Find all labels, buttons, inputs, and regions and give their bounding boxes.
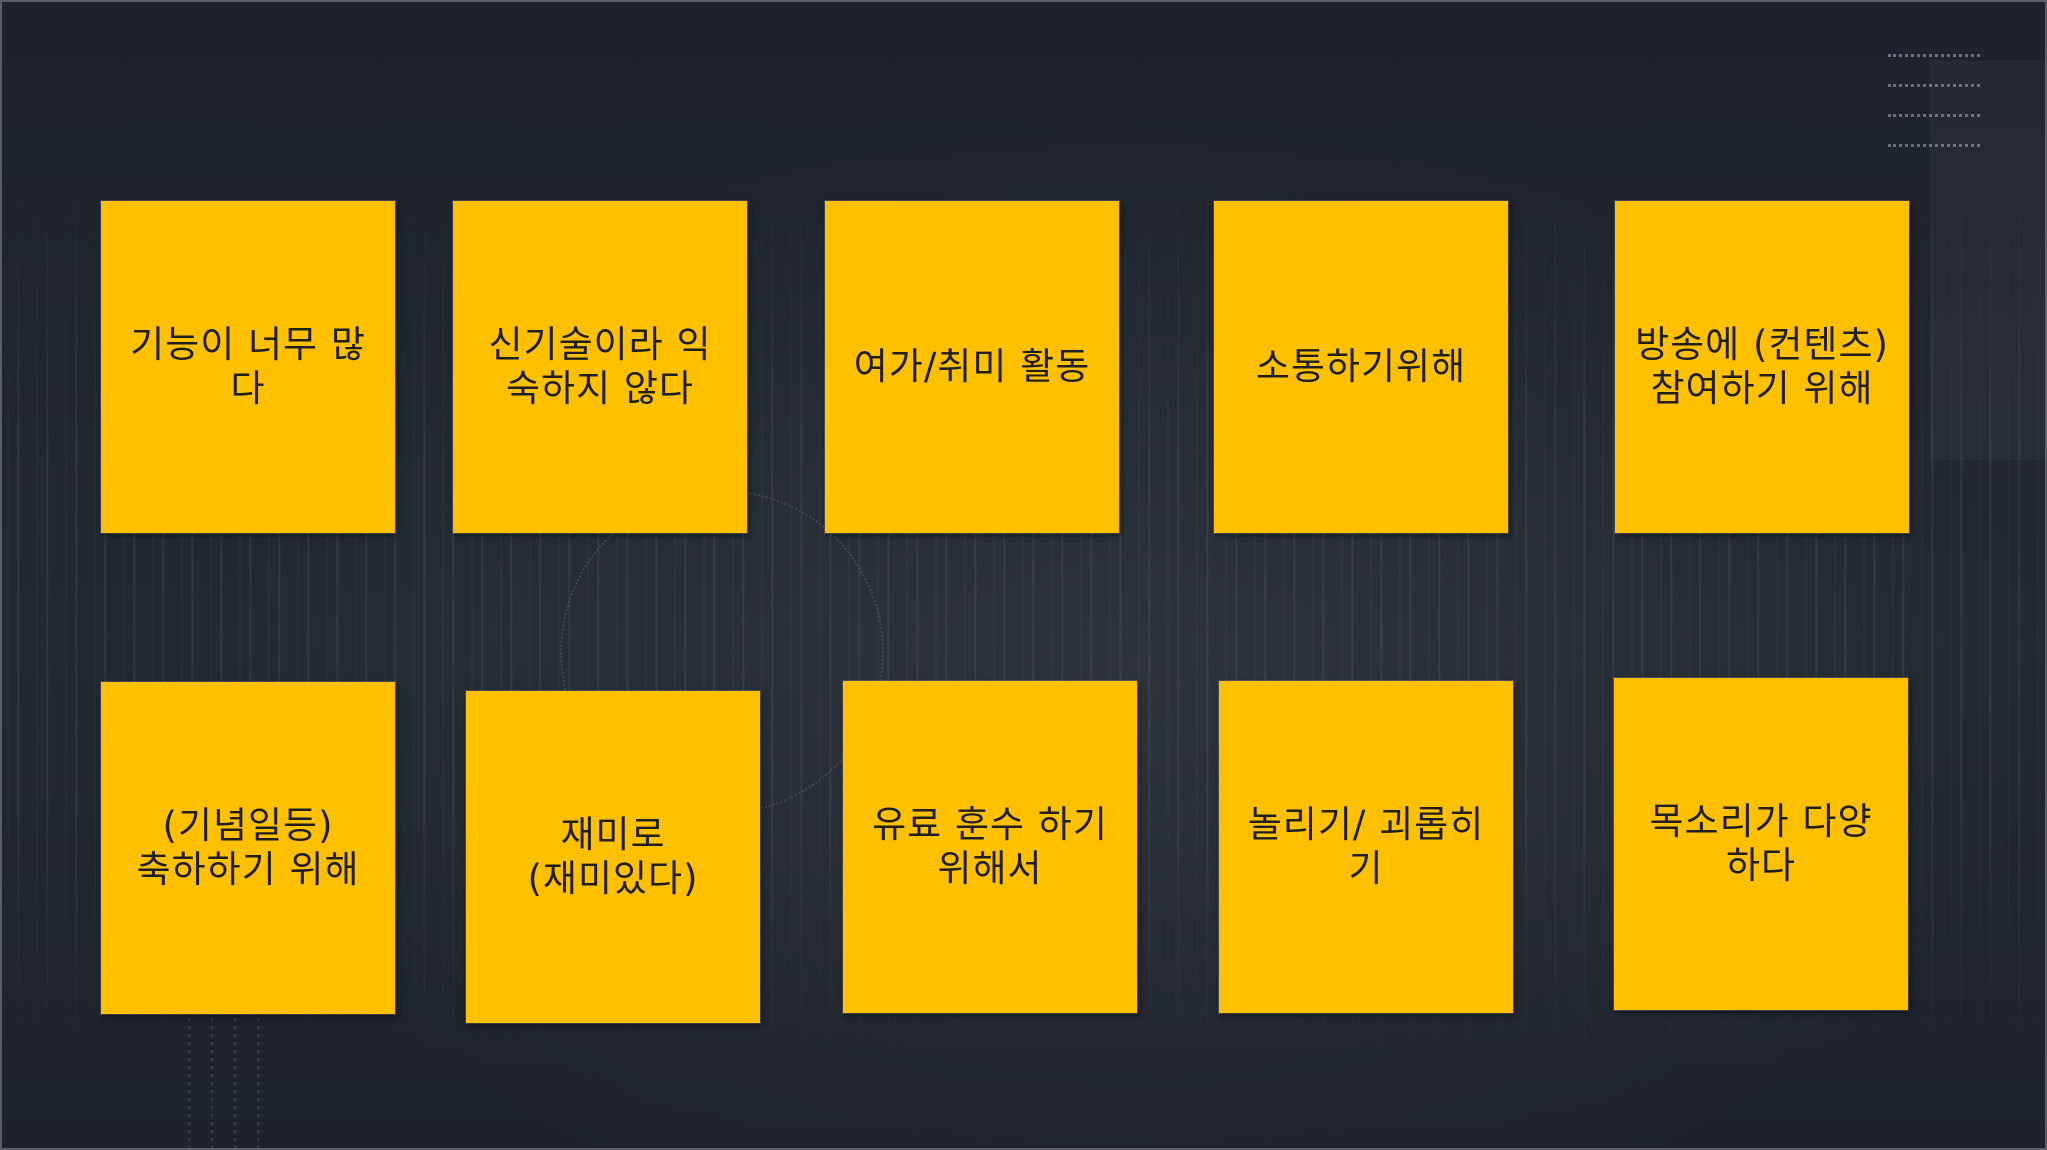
sticky-note-text: (기념일등) 축하하기 위해 <box>136 804 360 891</box>
sticky-note-4[interactable]: 소통하기위해 <box>1214 201 1508 533</box>
sticky-note-6[interactable]: (기념일등) 축하하기 위해 <box>101 682 395 1014</box>
sticky-note-text: 기능이 너무 많 다 <box>130 323 366 410</box>
sticky-note-text: 놀리기/ 괴롭히 기 <box>1247 803 1485 890</box>
dotted-lines-decoration <box>1888 54 1980 174</box>
sticky-note-text: 신기술이라 익 숙하지 않다 <box>488 323 712 410</box>
sticky-note-9[interactable]: 놀리기/ 괴롭히 기 <box>1219 681 1513 1013</box>
sticky-note-text: 재미로 (재미있다) <box>527 813 699 900</box>
sticky-note-8[interactable]: 유료 훈수 하기 위해서 <box>843 681 1137 1013</box>
sticky-note-10[interactable]: 목소리가 다양 하다 <box>1614 678 1908 1010</box>
sticky-note-2[interactable]: 신기술이라 익 숙하지 않다 <box>453 201 747 533</box>
sticky-note-text: 유료 훈수 하기 위해서 <box>872 803 1108 890</box>
sticky-note-1[interactable]: 기능이 너무 많 다 <box>101 201 395 533</box>
sticky-note-text: 소통하기위해 <box>1255 345 1467 388</box>
sticky-note-7[interactable]: 재미로 (재미있다) <box>466 691 760 1023</box>
sticky-note-3[interactable]: 여가/취미 활동 <box>825 201 1119 533</box>
sticky-note-text: 여가/취미 활동 <box>853 345 1091 388</box>
sticky-note-text: 방송에 (컨텐츠) 참여하기 위해 <box>1635 323 1889 410</box>
sticky-note-text: 목소리가 다양 하다 <box>1649 800 1873 887</box>
dotted-columns-decoration <box>168 1010 278 1150</box>
sticky-note-5[interactable]: 방송에 (컨텐츠) 참여하기 위해 <box>1615 201 1909 533</box>
